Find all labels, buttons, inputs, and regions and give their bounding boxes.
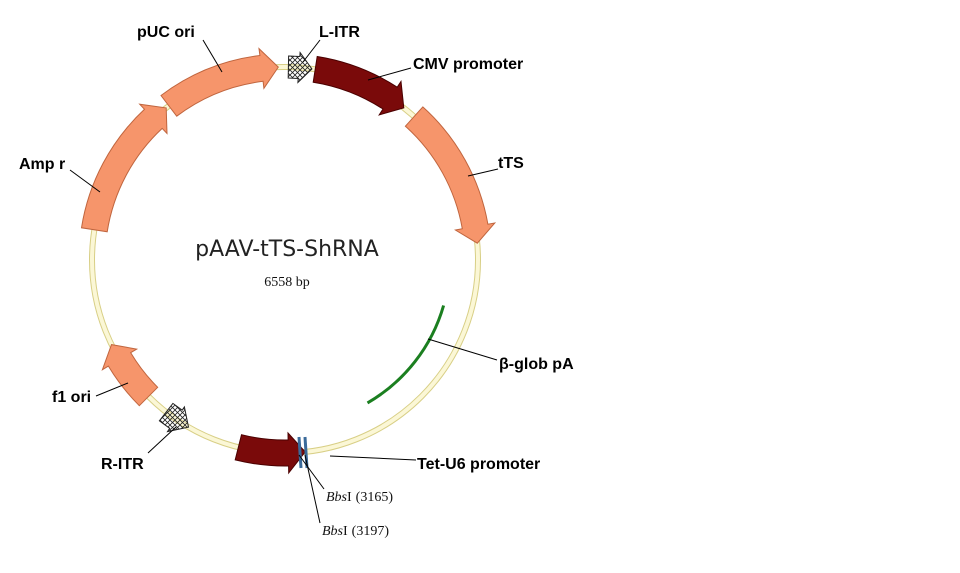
bglob-leader (427, 338, 498, 361)
cmv-promoter-arrow[interactable] (312, 55, 405, 116)
beta-glob-pa-arc[interactable] (366, 305, 446, 405)
puc-ori-label: pUC ori (137, 24, 195, 41)
bbsi-3165-enzyme: Bbs (326, 490, 348, 505)
r-itr-arrow[interactable] (158, 402, 190, 433)
cmv-promoter-label: CMV promoter (413, 56, 523, 73)
l-itr-leader (302, 39, 321, 63)
leader-lines (69, 39, 499, 524)
f1-ori-arrow[interactable] (101, 344, 159, 407)
tet-u6-promoter-arrow[interactable] (234, 431, 306, 475)
amp-r-arrow[interactable] (80, 103, 168, 233)
r-itr-label: R-ITR (101, 456, 144, 473)
bbsi-3197-leader (304, 454, 321, 524)
bbsi-3165-position: (3165) (356, 490, 394, 505)
bbsi-3165-label: BbsI (3165) (326, 490, 393, 505)
l-itr-label: L-ITR (319, 24, 360, 41)
bbsi-3197-position: (3197) (352, 524, 390, 539)
bbsi-3165-tick[interactable] (297, 436, 303, 469)
bbsi-3165-leader (298, 454, 325, 490)
puc-ori-arrow[interactable] (160, 47, 279, 117)
puc-ori-leader (202, 39, 223, 73)
tet-u6-leader (329, 455, 417, 461)
r-itr-leader (147, 426, 177, 454)
plasmid-size: 6558 bp (264, 275, 310, 290)
tet-u6-promoter-label: Tet-U6 promoter (417, 456, 540, 473)
tts-leader (467, 168, 499, 177)
plasmid-name: pAAV-tTS-ShRNA (195, 237, 379, 262)
tts-arrow[interactable] (404, 106, 497, 244)
feature-shapes (80, 47, 497, 475)
feature-labels: pUC ori L-ITR CMV promoter tTS β-glob pA… (19, 24, 574, 473)
bbsi-3197-enzyme: Bbs (322, 524, 344, 539)
amp-r-leader (69, 169, 101, 193)
l-itr-arrow[interactable] (287, 51, 313, 84)
bbsi-3197-label: BbsI (3197) (322, 524, 389, 539)
f1-ori-leader (95, 382, 129, 397)
f1-ori-label: f1 ori (52, 389, 91, 406)
bbsi-3165-suffix: I (347, 490, 352, 505)
cmv-leader (367, 67, 412, 81)
beta-glob-pa-label: β-glob pA (499, 356, 574, 373)
bbsi-3197-suffix: I (343, 524, 348, 539)
tts-label: tTS (498, 155, 524, 172)
amp-r-label: Amp r (19, 156, 65, 173)
